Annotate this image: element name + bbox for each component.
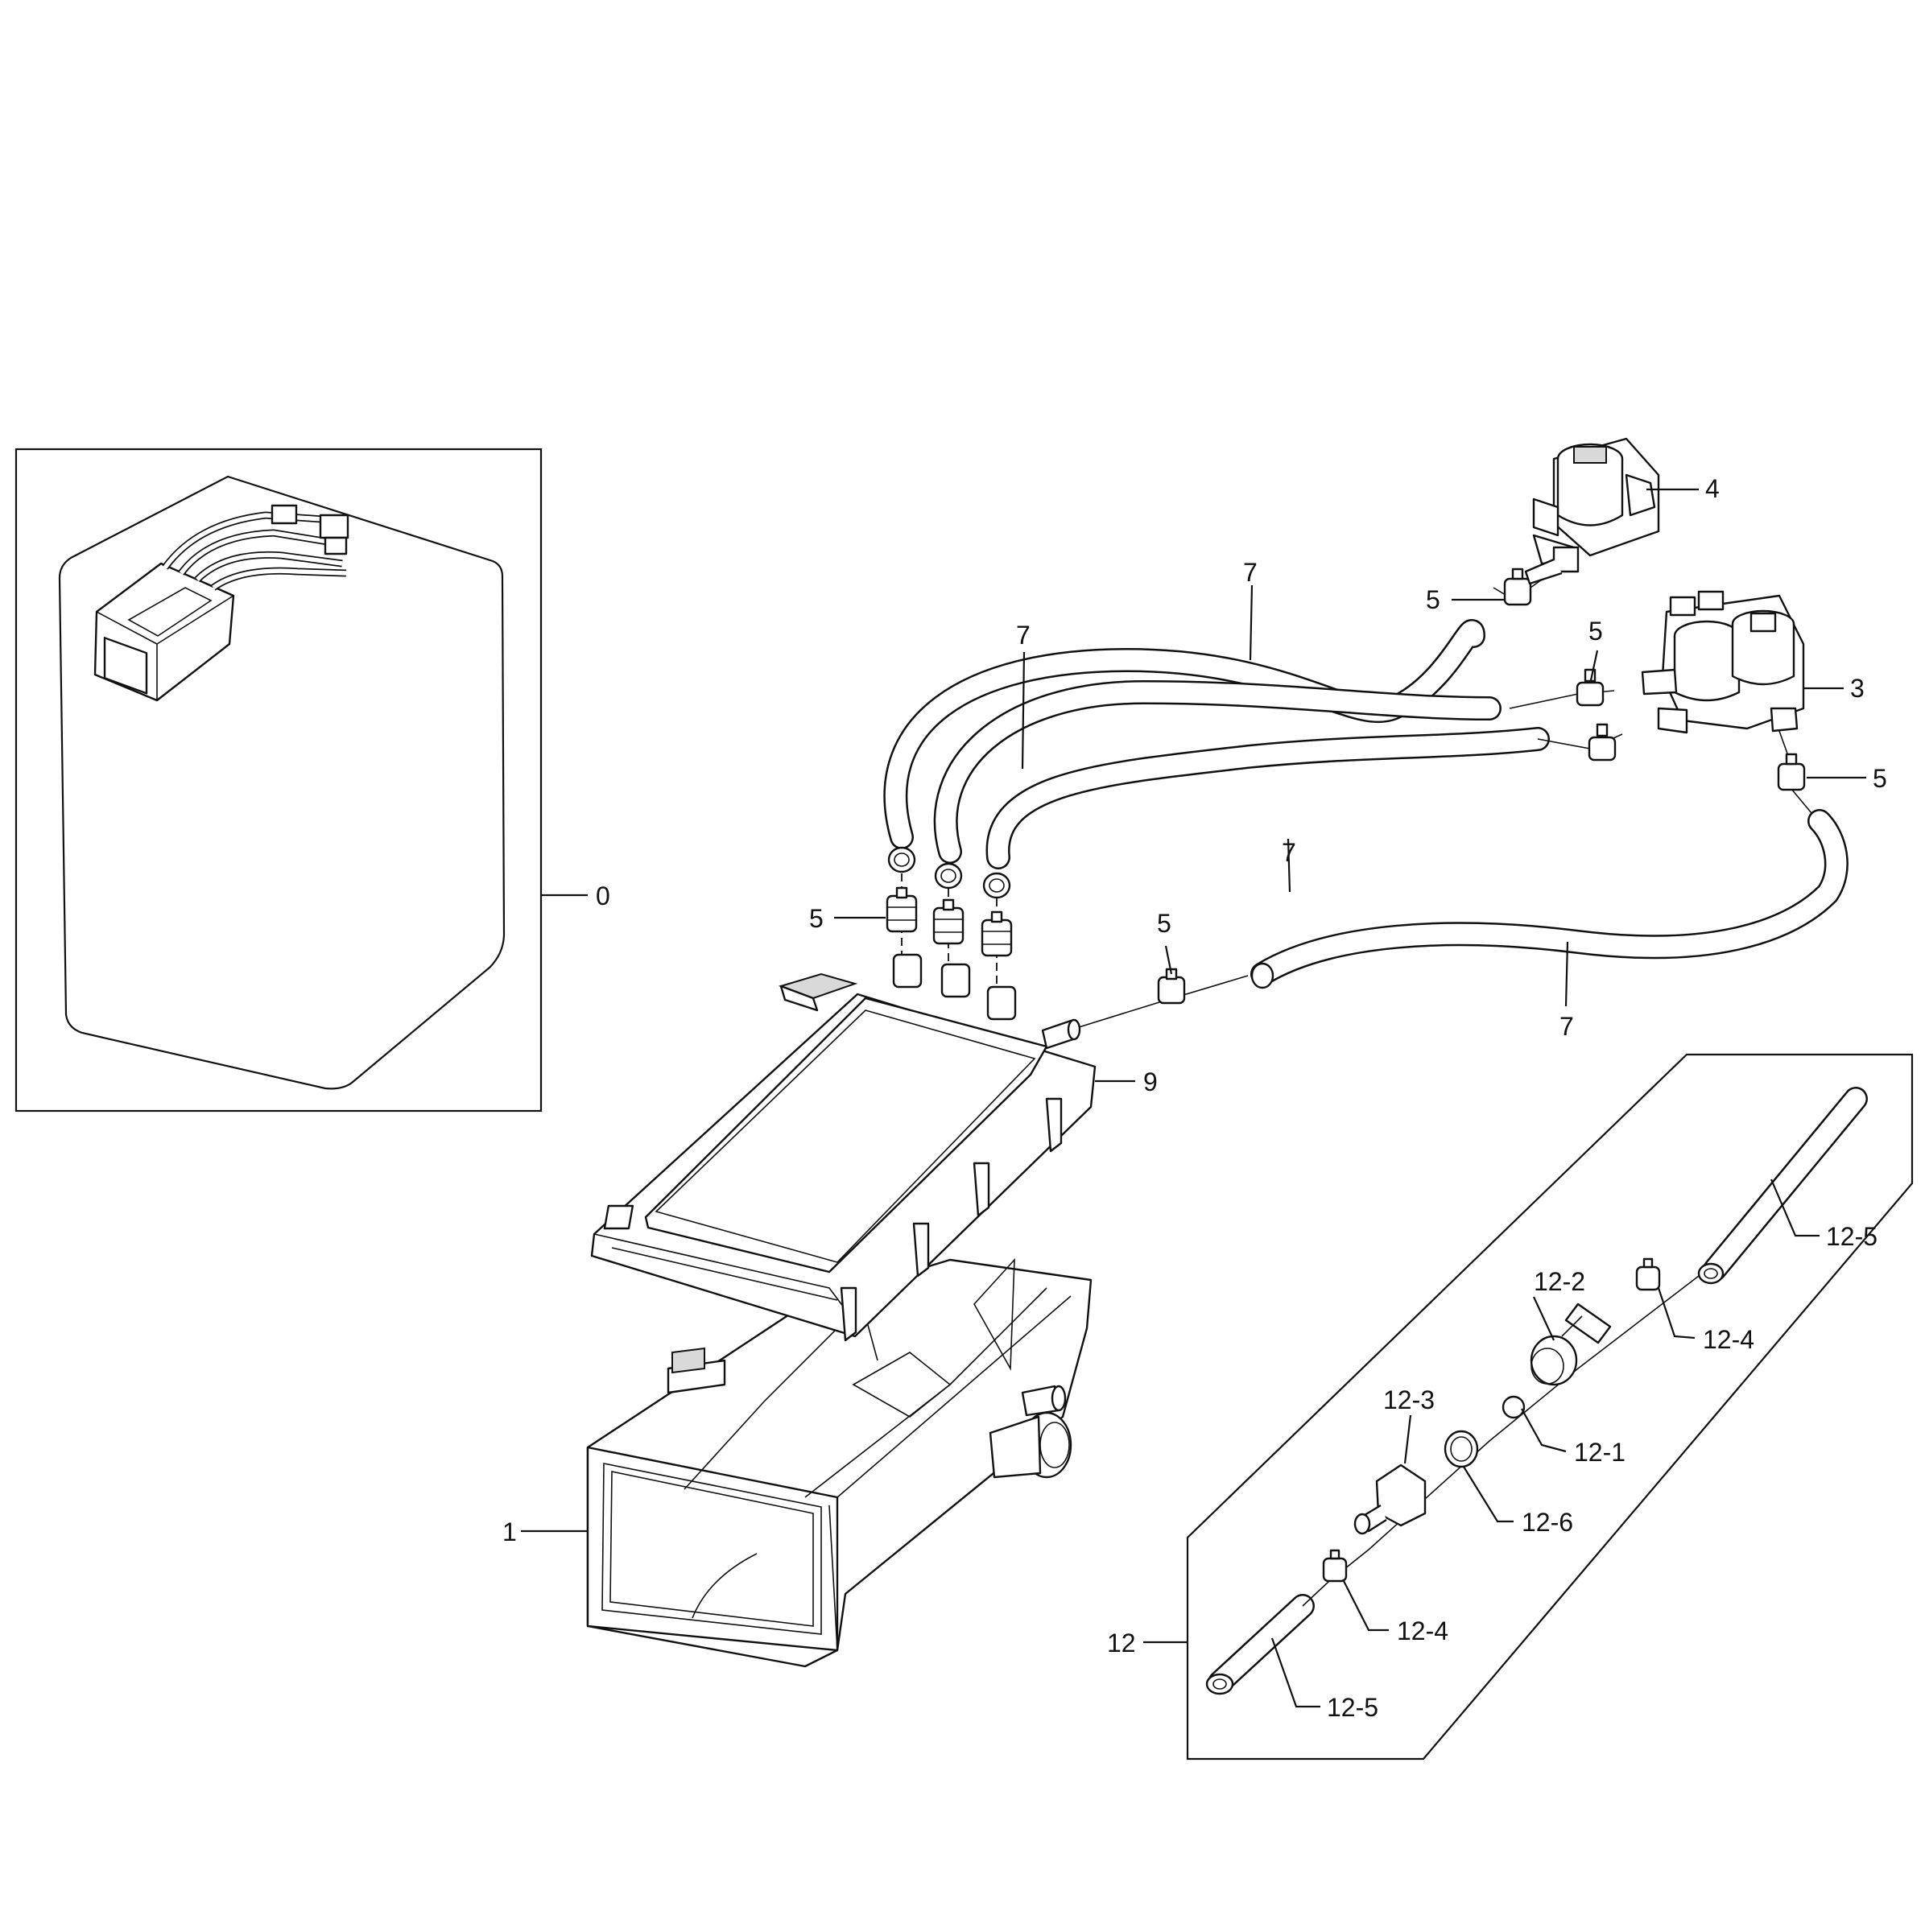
callout-12-1: 12-1 [1574, 1438, 1626, 1467]
callout-5-valve: 5 [1588, 617, 1603, 646]
callout-7-left: 7 [1016, 621, 1031, 650]
callout-7-bottom: 7 [1559, 1012, 1574, 1041]
callout-5-upper: 5 [1426, 585, 1440, 614]
callout-12-4-upper: 12-4 [1703, 1325, 1754, 1354]
double-inlet-valve [1641, 590, 1805, 734]
hoses [883, 618, 1849, 989]
single-inlet-valve [1524, 437, 1660, 585]
callout-1: 1 [502, 1517, 517, 1546]
leaders-5-7 [834, 584, 1866, 1007]
callout-12-5-lower: 12-5 [1327, 1693, 1378, 1722]
callout-12-6: 12-6 [1522, 1508, 1573, 1537]
callout-12-2: 12-2 [1534, 1267, 1585, 1296]
callout-7-middle: 7 [1282, 838, 1296, 867]
callout-5-right: 5 [1873, 764, 1887, 793]
kit-box [1186, 1053, 1914, 1761]
callout-4: 4 [1705, 474, 1720, 503]
callout-3: 3 [1850, 674, 1865, 703]
callout-0: 0 [596, 881, 610, 910]
assembly-inset-box [14, 448, 543, 1113]
callout-7-top: 7 [1243, 558, 1258, 587]
callout-5-left: 5 [809, 904, 824, 933]
callout-9: 9 [1143, 1067, 1158, 1096]
callout-labels: 0 1 3 4 5 5 5 5 5 7 7 7 7 9 12 12-1 12-2… [502, 474, 1887, 1722]
callout-12-5-upper: 12-5 [1826, 1222, 1877, 1251]
callout-12: 12 [1107, 1629, 1136, 1657]
callout-12-4-lower: 12-4 [1397, 1616, 1448, 1645]
callout-12-3: 12-3 [1383, 1385, 1435, 1414]
hose-clamps [886, 568, 1806, 1005]
callout-5-center: 5 [1157, 909, 1171, 938]
dispenser-cover [590, 953, 1097, 1342]
leaders-12 [1143, 1179, 1820, 1708]
